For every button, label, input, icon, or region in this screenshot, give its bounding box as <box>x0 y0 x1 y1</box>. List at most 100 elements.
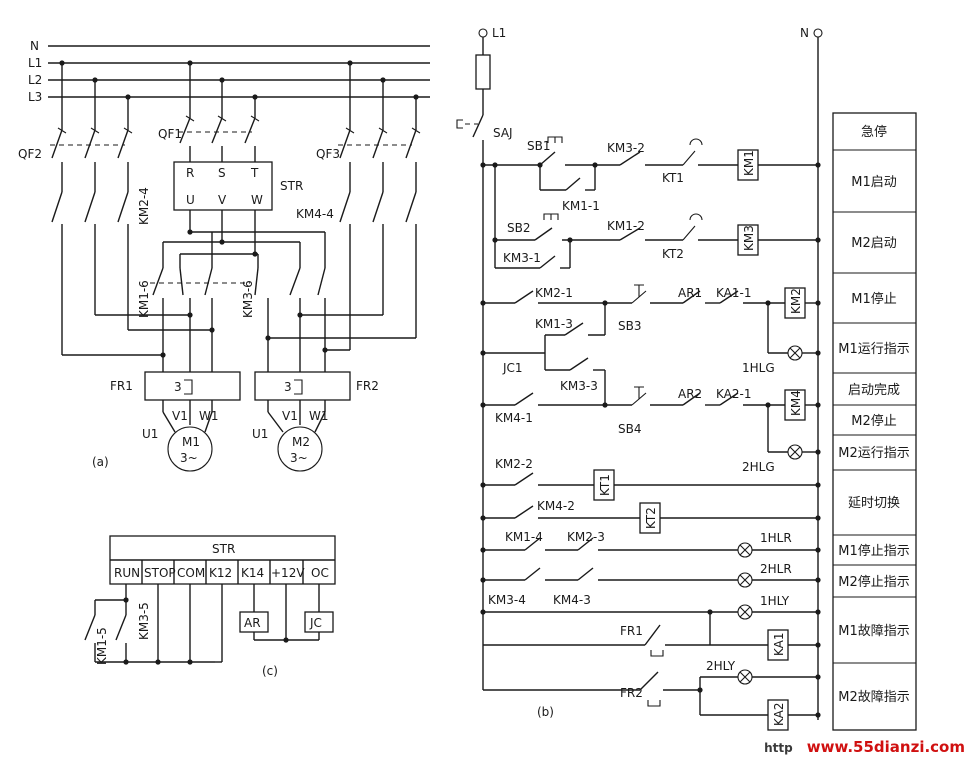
kt1-label: KT1 <box>662 171 684 185</box>
soft-starter-box: R S T U V W STR <box>173 161 303 254</box>
bus-l1-label: L1 <box>28 56 42 70</box>
str-input-r: R <box>186 166 194 180</box>
lamp-1hly-label: 1HLY <box>760 594 790 608</box>
sb3-label: SB3 <box>618 319 641 333</box>
sb2-label: SB2 <box>507 221 530 235</box>
motor-m1-label: M1 <box>182 435 200 449</box>
km3-6-label: KM3-6 <box>241 280 255 318</box>
km4-1-label: KM4-1 <box>495 411 533 425</box>
panel-b-caption: (b) <box>537 705 554 719</box>
bus-l2-label: L2 <box>28 73 42 87</box>
supply-l1: L1 <box>492 26 506 40</box>
coil-km1-label: KM1 <box>742 150 756 176</box>
terminal-k12: K12 <box>209 566 232 580</box>
km2-4-label: KM2-4 <box>137 187 151 225</box>
km4-4-label: KM4-4 <box>296 207 334 221</box>
legend-m1-fault-indicator: M1故障指示 <box>838 624 910 639</box>
fuse <box>475 54 491 90</box>
watermark-site: www.55dianzi.com <box>806 738 965 756</box>
legend-m1-start: M1启动 <box>851 175 897 190</box>
km4-3-label: KM4-3 <box>553 593 591 607</box>
legend-m2-fault-indicator: M2故障指示 <box>838 690 910 705</box>
coil-kt1-label: KT1 <box>598 474 612 496</box>
qf3-label: QF3 <box>316 147 340 161</box>
legend-start-complete: 启动完成 <box>848 383 900 398</box>
str-input-t: T <box>250 166 259 180</box>
fr1-contact-label: FR1 <box>620 624 643 638</box>
lamp-2hlg-label: 2HLG <box>742 460 775 474</box>
legend-m2-stop-indicator: M2停止指示 <box>838 574 910 590</box>
legend-emergency-stop: 急停 <box>861 124 887 140</box>
lamp-1hlr-label: 1HLR <box>760 531 792 545</box>
terminal-k14: K14 <box>241 566 264 580</box>
km1-6-label: KM1-6 <box>137 280 151 318</box>
terminal-oc: OC <box>311 566 329 580</box>
km4-4-contact <box>339 191 417 330</box>
coil-km3-label: KM3 <box>742 225 756 251</box>
motor-m1-sub: 3~ <box>180 451 198 465</box>
coil-ar-label: AR <box>244 616 261 630</box>
qf2-label: QF2 <box>18 147 42 161</box>
legend-delay-switch: 延时切换 <box>848 496 900 511</box>
km1-5-label: KM1-5 <box>95 627 109 665</box>
terminal-com: COM <box>177 566 205 580</box>
motor-m2-w: W1 <box>309 409 329 423</box>
kt2-label: KT2 <box>662 247 684 261</box>
panel-c-caption: (c) <box>262 664 278 678</box>
coil-km2-label: KM2 <box>789 288 803 314</box>
qf1-breaker <box>178 63 260 162</box>
sb1-label: SB1 <box>527 139 550 153</box>
coil-ka2-label: KA2 <box>772 702 786 726</box>
fr2-relay: 3 <box>254 371 351 412</box>
motor-m1: M1 3~ U1 V1 W1 <box>142 409 219 472</box>
terminal-run: RUN <box>114 566 140 580</box>
coil-ar <box>239 611 269 633</box>
panel-c-title: STR <box>212 542 235 556</box>
km1-1-label: KM1-1 <box>562 199 600 213</box>
fr1-relay: 3 <box>144 371 241 412</box>
km3-3-label: KM3-3 <box>560 379 598 393</box>
qf2-breaker <box>50 63 133 192</box>
motor-m2-v: V1 <box>282 409 298 423</box>
panel-a-main-circuit: N L1 L2 L3 QF2 <box>18 39 430 472</box>
sb4-label: SB4 <box>618 422 641 436</box>
fr1-label: FR1 <box>110 379 133 393</box>
terminal-stop: STOP <box>144 566 176 580</box>
ar2-label: AR2 <box>678 387 702 401</box>
legend-m1-run-indicator: M1运行指示 <box>838 342 910 357</box>
motor-m2-u: U1 <box>252 427 268 441</box>
fr1-value: 3 <box>174 380 182 394</box>
motor-m2: M2 3~ U1 V1 W1 <box>252 409 329 472</box>
km3-6-contact <box>254 232 326 372</box>
km1-4-label: KM1-4 <box>505 530 543 544</box>
km1-3-label: KM1-3 <box>535 317 573 331</box>
switch-saj: SAJ <box>493 126 513 140</box>
km2-3-label: KM2-3 <box>567 530 605 544</box>
str-output-u: U <box>186 193 195 207</box>
qf3-breaker <box>338 63 421 192</box>
panel-a-caption: (a) <box>92 455 109 469</box>
legend-m1-stop: M1停止 <box>851 291 897 307</box>
terminal-12v: +12V <box>271 566 305 580</box>
str-input-s: S <box>218 166 226 180</box>
lamp-2hlr-label: 2HLR <box>760 562 792 576</box>
motor-m2-label: M2 <box>292 435 310 449</box>
motor-m2-sub: 3~ <box>290 451 308 465</box>
supply-n: N <box>800 26 809 40</box>
coil-jc-label: JC <box>309 616 322 630</box>
motor-m1-w: W1 <box>199 409 219 423</box>
motor-m1-u: U1 <box>142 427 158 441</box>
bus-l3-label: L3 <box>28 90 42 104</box>
km3-4-label: KM3-4 <box>488 593 526 607</box>
km3-2-label: KM3-2 <box>607 141 645 155</box>
function-legend-table: 急停 M1启动 M2启动 M1停止 M1运行指示 启动完成 M2停止 M2运行指… <box>832 112 917 731</box>
legend-m2-start: M2启动 <box>851 236 897 251</box>
fr2-value: 3 <box>284 380 292 394</box>
jc1-label: JC1 <box>502 361 523 375</box>
km2-4-contact <box>51 191 129 330</box>
ar1-label: AR1 <box>678 286 702 300</box>
km3-1-label: KM3-1 <box>503 251 541 265</box>
legend-m1-stop-indicator: M1停止指示 <box>838 543 910 559</box>
